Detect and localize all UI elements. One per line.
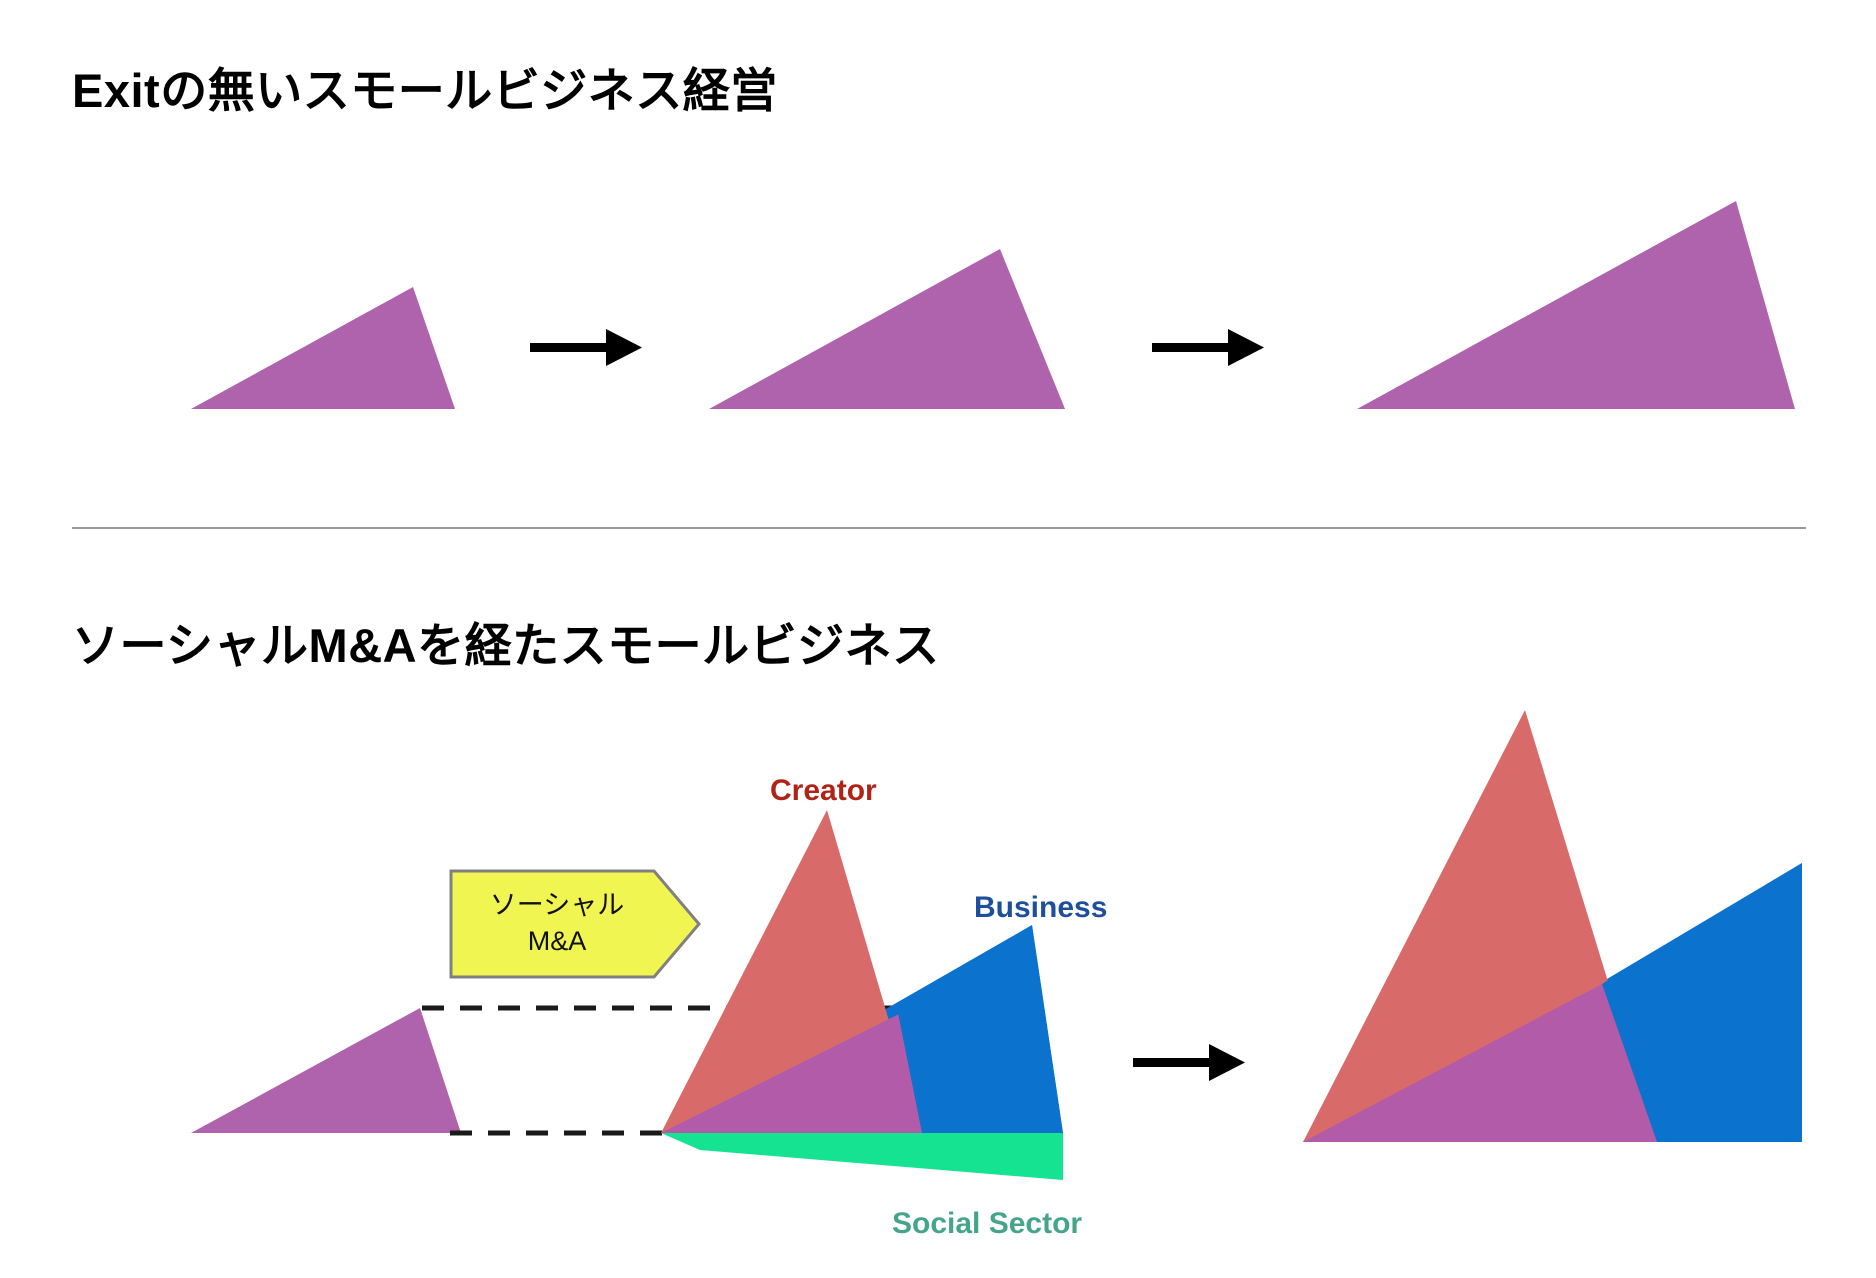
bottom-stage2-overlap-region bbox=[661, 1008, 922, 1133]
section-divider bbox=[72, 527, 1806, 529]
creator-label: Creator bbox=[770, 774, 877, 807]
callout-arrow-shape bbox=[449, 869, 701, 979]
bottom-section-title: ソーシャルM&Aを経たスモールビジネス bbox=[72, 619, 940, 672]
top-stage2-triangle bbox=[709, 249, 1065, 409]
bottom-stage3-business-right-wedge bbox=[1602, 863, 1802, 1142]
bottom-stage3-overlap-region bbox=[1303, 984, 1657, 1142]
top-stage3-triangle bbox=[1357, 201, 1795, 409]
top-arrow-1 bbox=[530, 329, 642, 366]
business-label: Business bbox=[974, 891, 1108, 924]
social-sector-label: Social Sector bbox=[892, 1207, 1083, 1240]
bottom-stage2-business-right-wedge bbox=[897, 925, 1063, 1133]
bottom-arrow-1 bbox=[1133, 1044, 1245, 1081]
bottom-stage1-triangle bbox=[191, 1008, 461, 1133]
top-section-title: Exitの無いスモールビジネス経営 bbox=[72, 64, 778, 117]
top-arrow-2 bbox=[1152, 329, 1264, 366]
social-ma-callout[interactable]: ソーシャル M&A bbox=[449, 869, 701, 979]
top-stage1-triangle bbox=[191, 287, 455, 409]
bottom-stage2-social-sector-wedge bbox=[661, 1133, 1063, 1180]
